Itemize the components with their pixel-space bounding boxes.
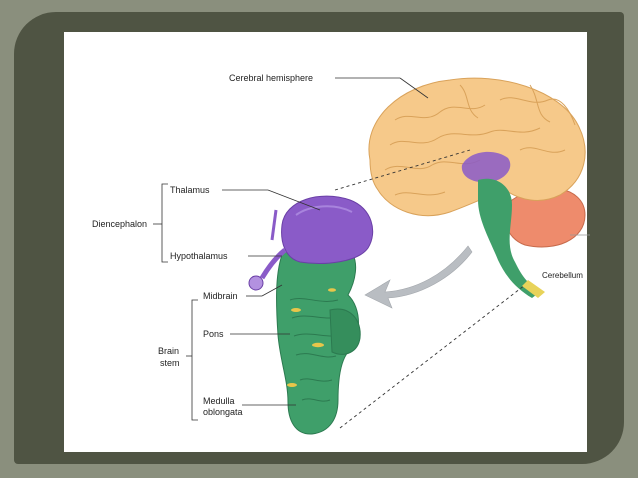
whole-brain-illustration bbox=[368, 77, 590, 298]
pons-lobe bbox=[329, 308, 361, 355]
label-medulla: Medulla bbox=[203, 396, 235, 406]
thalamus-shape bbox=[281, 195, 374, 264]
label-pons: Pons bbox=[203, 329, 224, 339]
label-cerebral-hemisphere: Cerebral hemisphere bbox=[229, 73, 313, 83]
zoom-arrow bbox=[364, 245, 473, 309]
nerve-roots bbox=[287, 288, 336, 387]
brainstem-illustration bbox=[248, 195, 374, 435]
guide-line-bottom bbox=[339, 284, 526, 429]
gyri-lines bbox=[384, 84, 576, 196]
leader-lines bbox=[153, 77, 429, 421]
inner-thalamus-shape bbox=[461, 151, 511, 183]
inner-brainstem-shape bbox=[478, 178, 540, 298]
diagram-labels: Cerebral hemisphere Thalamus Diencephalo… bbox=[92, 73, 583, 417]
label-midbrain: Midbrain bbox=[203, 291, 238, 301]
label-cerebellum: Cerebellum bbox=[542, 271, 583, 280]
cerebral-hemisphere-shape bbox=[368, 77, 586, 216]
hypothalamus-stalk bbox=[259, 248, 287, 280]
label-oblongata: oblongata bbox=[203, 407, 243, 417]
label-diencephalon: Diencephalon bbox=[92, 219, 147, 229]
label-thalamus: Thalamus bbox=[170, 185, 210, 195]
label-hypothalamus: Hypothalamus bbox=[170, 251, 228, 261]
spinal-cord-tip bbox=[522, 280, 545, 298]
pituitary-gland bbox=[248, 275, 264, 291]
label-stem: stem bbox=[160, 358, 180, 368]
label-brain: Brain bbox=[158, 346, 179, 356]
